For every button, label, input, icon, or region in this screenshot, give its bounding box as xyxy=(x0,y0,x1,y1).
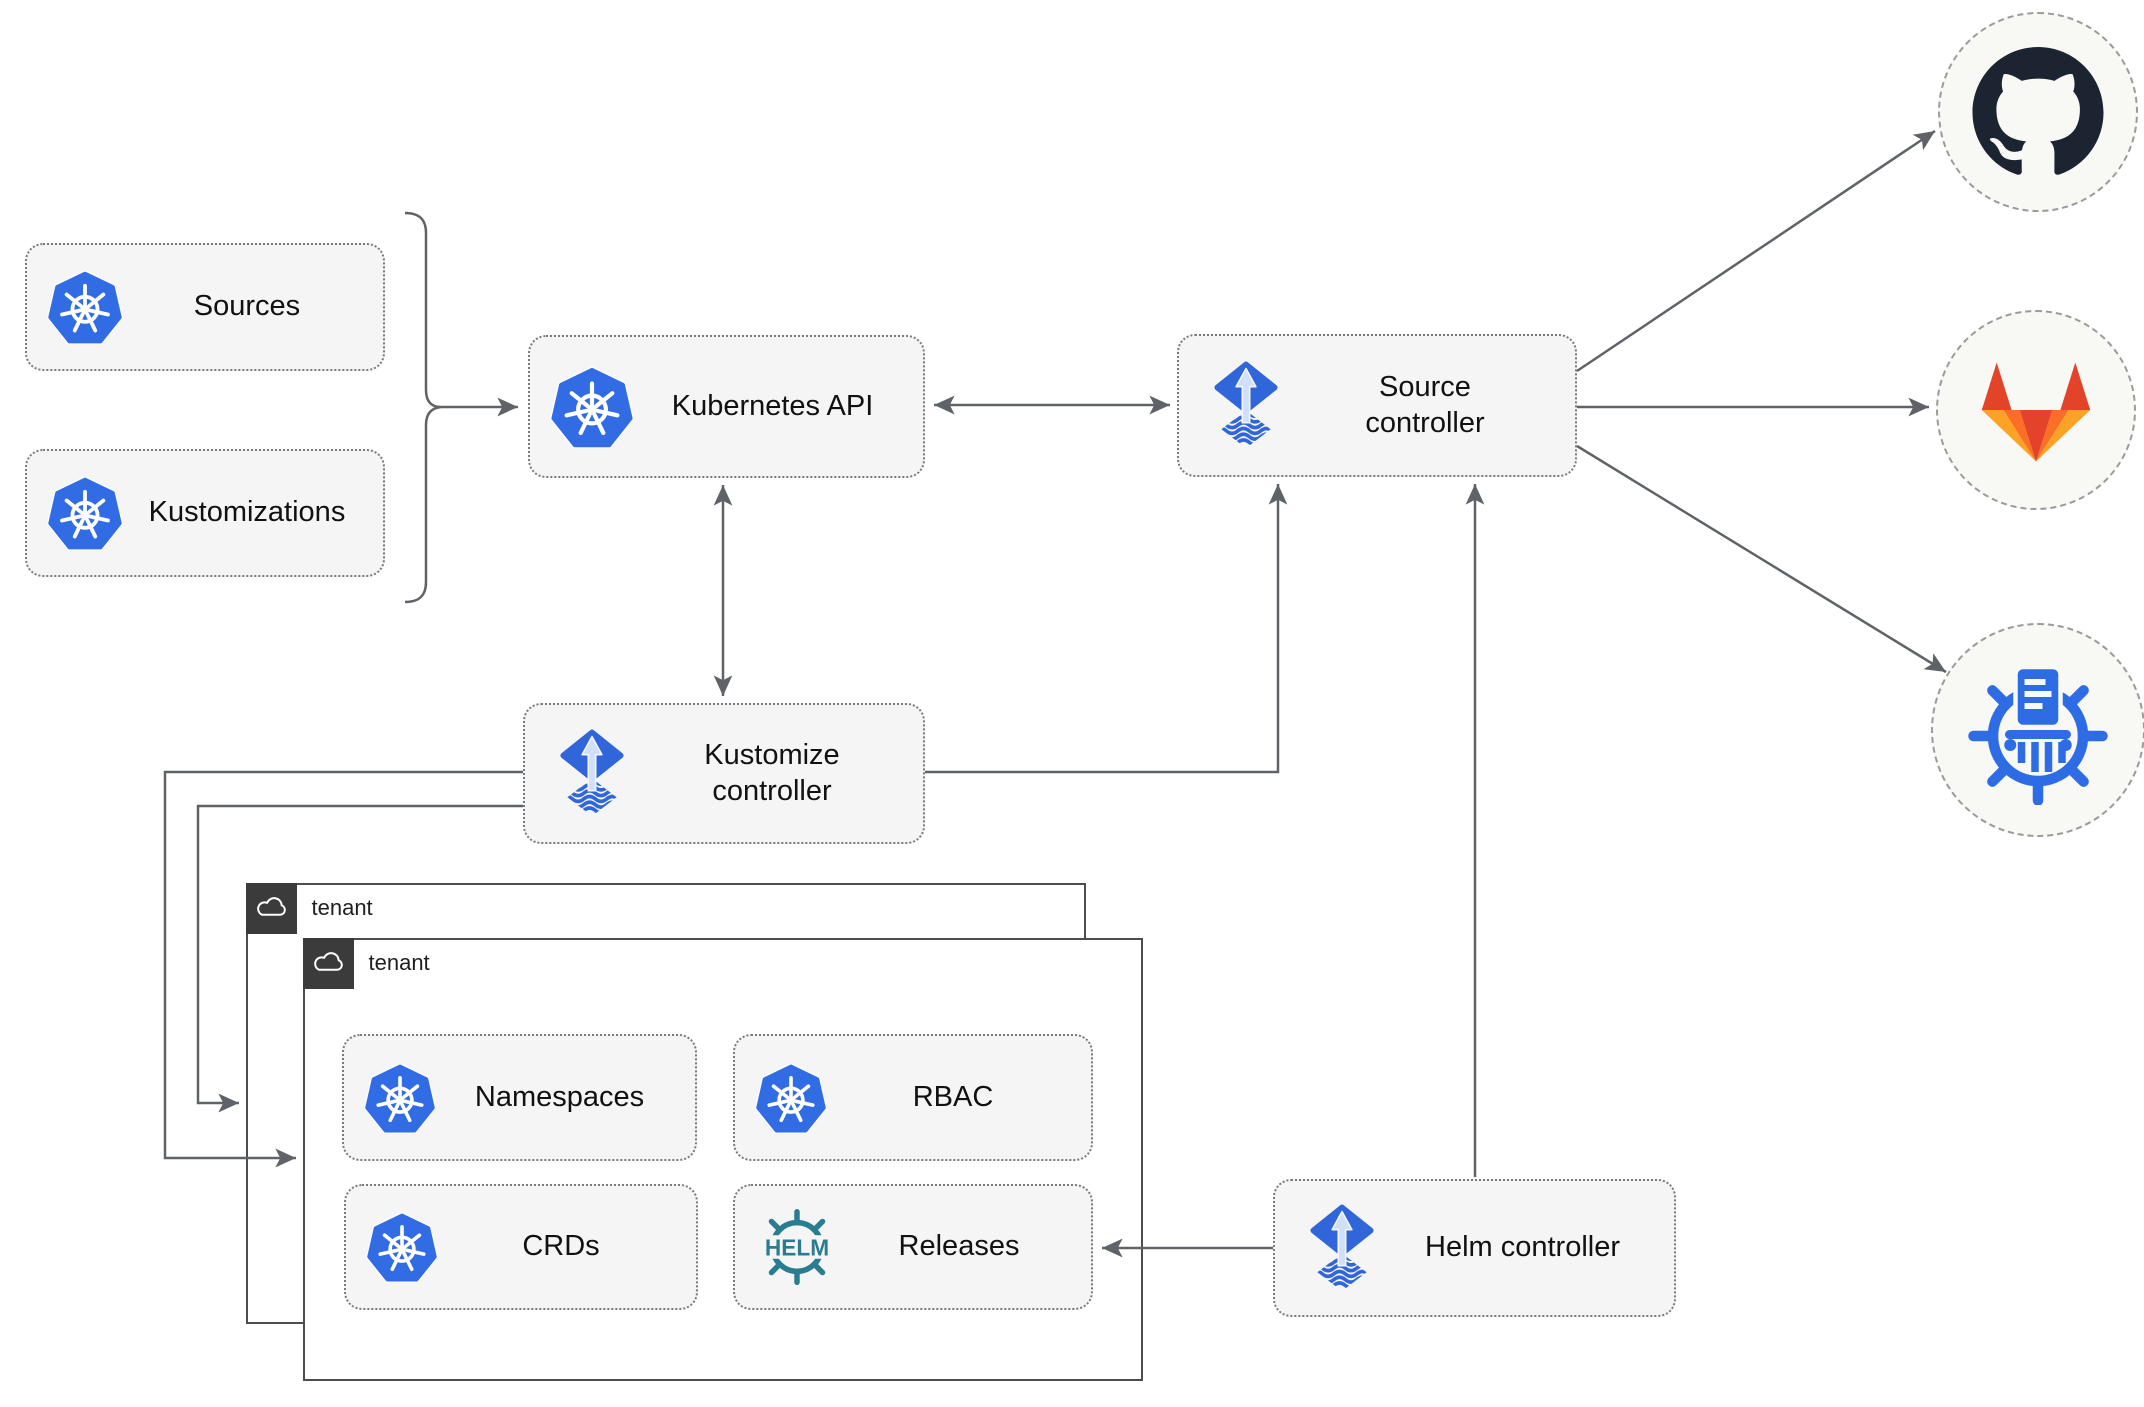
kubernetes-icon xyxy=(47,475,123,551)
flux-icon xyxy=(551,729,633,818)
tenant-badge xyxy=(302,937,354,989)
bracket-sources-kustomizations xyxy=(404,211,442,604)
tenant-label: tenant xyxy=(368,950,430,975)
flux-icon xyxy=(1301,1204,1383,1293)
kubernetes-icon xyxy=(47,269,123,345)
tenant-badge xyxy=(245,882,297,934)
node-kustomize-controller: Kustomize controller xyxy=(523,703,925,844)
cloud-icon xyxy=(257,897,286,916)
endpoint-github xyxy=(1938,12,2138,212)
connector-source-controller-to-helm-repository xyxy=(1576,444,1947,674)
node-source-controller: Source controller xyxy=(1177,334,1577,477)
tenant-header: tenant xyxy=(245,882,373,934)
node-label: Sources xyxy=(193,290,301,323)
helm-icon: HELM xyxy=(755,1208,839,1286)
helm-logo-text: HELM xyxy=(765,1234,829,1260)
node-sources: Sources xyxy=(25,243,385,371)
node-label: Kubernetes API xyxy=(671,389,874,422)
node-label: RBAC xyxy=(912,1080,994,1113)
node-label: Releases xyxy=(898,1230,1020,1263)
connector-source-controller-to-github xyxy=(1576,129,1936,373)
kubernetes-icon xyxy=(366,1211,438,1283)
github-icon xyxy=(1972,46,2104,175)
node-label: Kustomize controller xyxy=(704,738,840,807)
node-label: CRDs xyxy=(522,1230,600,1263)
tenant-label: tenant xyxy=(311,895,373,920)
node-label: Namespaces xyxy=(474,1080,645,1113)
node-namespaces: Namespaces xyxy=(342,1034,697,1161)
node-crds: CRDs xyxy=(344,1184,698,1310)
endpoint-helm-repository xyxy=(1931,623,2144,837)
node-label: Source controller xyxy=(1365,370,1485,439)
node-label: Helm controller xyxy=(1425,1231,1620,1264)
node-label: Kustomizations xyxy=(148,496,346,529)
kubernetes-icon xyxy=(364,1062,436,1134)
node-kubernetes-api: Kubernetes API xyxy=(528,335,925,478)
chartmuseum-icon xyxy=(1968,664,2108,805)
endpoint-gitlab xyxy=(1936,310,2136,510)
gitlab-icon xyxy=(1981,362,2091,462)
node-helm-controller: Helm controller xyxy=(1273,1179,1676,1317)
kubernetes-icon xyxy=(755,1062,827,1134)
kubernetes-icon xyxy=(550,365,634,449)
node-rbac: RBAC xyxy=(733,1034,1093,1161)
node-releases: HELM Releases xyxy=(733,1184,1093,1310)
cloud-icon xyxy=(314,952,343,971)
node-kustomizations: Kustomizations xyxy=(25,449,385,577)
flux-icon xyxy=(1205,361,1287,450)
tenant-header: tenant xyxy=(302,937,430,989)
connector-kustomize-controller-to-source-controller xyxy=(925,484,1288,774)
